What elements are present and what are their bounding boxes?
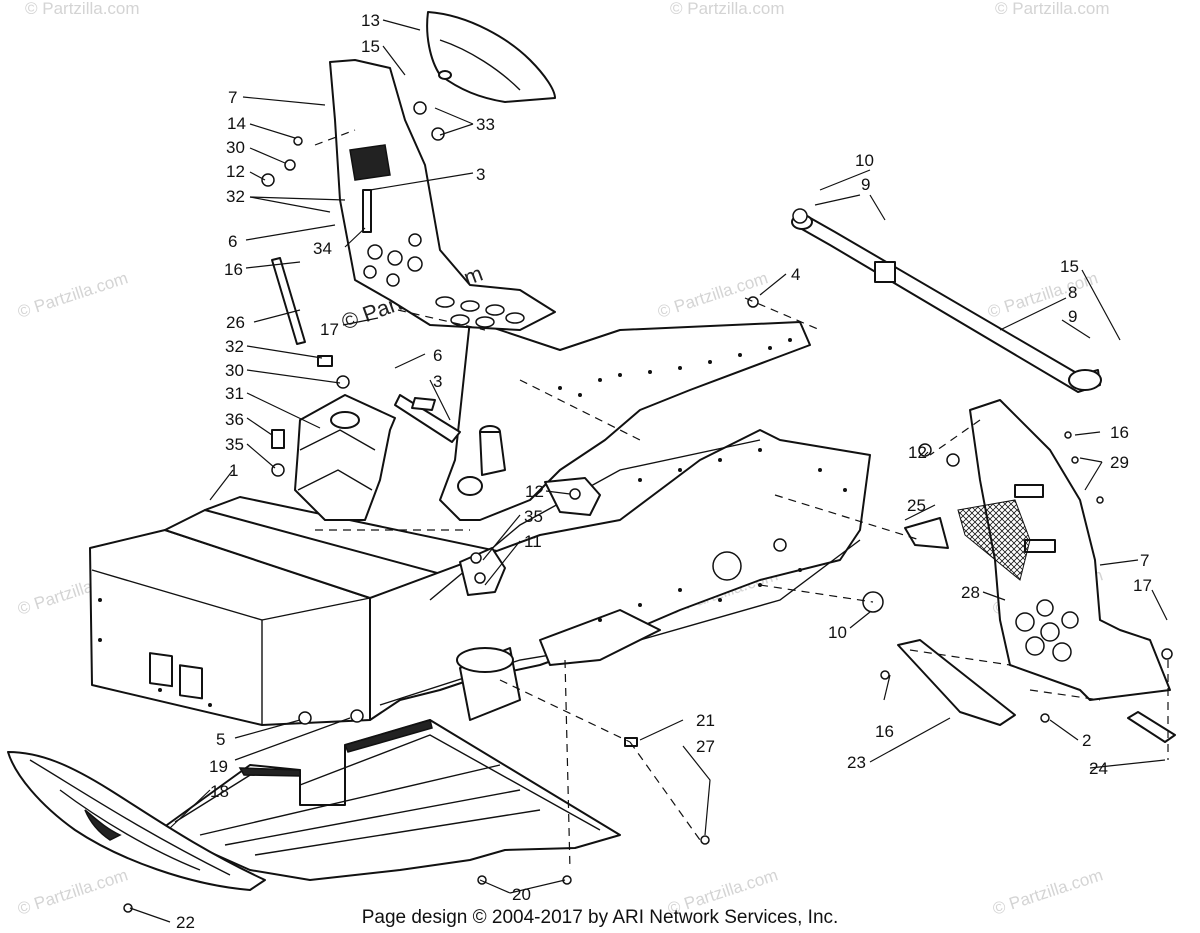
callout-30: 30 bbox=[226, 138, 245, 157]
callout-32-lower: 32 bbox=[225, 337, 244, 356]
callout-7-right: 7 bbox=[1140, 551, 1149, 570]
watermark-bottom-right: © Partzilla.com bbox=[990, 865, 1105, 918]
callout-20: 20 bbox=[512, 885, 531, 904]
footer-copyright: Page design © 2004-2017 by ARI Network S… bbox=[362, 907, 839, 928]
steering-post bbox=[329, 59, 556, 331]
callout-35: 35 bbox=[225, 435, 244, 454]
watermark-top-center: © Partzilla.com bbox=[670, 0, 785, 18]
callout-9-right: 9 bbox=[1068, 307, 1077, 326]
leader-lines bbox=[129, 19, 1168, 923]
mesh-screen bbox=[957, 499, 1031, 581]
callout-6-center: 6 bbox=[433, 346, 442, 365]
callout-12-center: 12 bbox=[525, 482, 544, 501]
callout-32: 32 bbox=[226, 187, 245, 206]
callout-17-right: 17 bbox=[1133, 576, 1152, 595]
strut-26 bbox=[271, 257, 306, 345]
skid-plate bbox=[7, 751, 266, 891]
callout-8: 8 bbox=[1068, 283, 1077, 302]
callout-4: 4 bbox=[791, 265, 800, 284]
watermark-top-right: © Partzilla.com bbox=[995, 0, 1110, 18]
callout-16-right: 16 bbox=[1110, 423, 1129, 442]
callout-35-center: 35 bbox=[524, 507, 543, 526]
callout-3-center: 3 bbox=[433, 372, 442, 391]
callout-22: 22 bbox=[176, 913, 195, 932]
belly-pan bbox=[159, 719, 621, 881]
bracket-25 bbox=[904, 517, 949, 549]
callout-12: 12 bbox=[226, 162, 245, 181]
callout-10: 10 bbox=[855, 151, 874, 170]
callout-6: 6 bbox=[228, 232, 237, 251]
callout-14: 14 bbox=[227, 114, 246, 133]
callout-15: 15 bbox=[361, 37, 380, 56]
callout-33: 33 bbox=[476, 115, 495, 134]
bracket-24 bbox=[1127, 711, 1176, 743]
callout-2: 2 bbox=[1082, 731, 1091, 750]
callout-27: 27 bbox=[696, 737, 715, 756]
bracket-23 bbox=[897, 639, 1016, 726]
callout-21: 21 bbox=[696, 711, 715, 730]
callout-34: 34 bbox=[313, 239, 332, 258]
callout-19: 19 bbox=[209, 757, 228, 776]
callout-9: 9 bbox=[861, 175, 870, 194]
callout-26: 26 bbox=[226, 313, 245, 332]
callout-10-lower: 10 bbox=[828, 623, 847, 642]
support-bracket bbox=[294, 394, 396, 521]
callout-13: 13 bbox=[361, 11, 380, 30]
callout-18: 18 bbox=[210, 782, 229, 801]
callout-36: 36 bbox=[225, 410, 244, 429]
watermark-top-left: © Partzilla.com bbox=[25, 0, 140, 18]
steering-cover bbox=[426, 11, 556, 103]
callout-7: 7 bbox=[228, 88, 237, 107]
callout-15-right: 15 bbox=[1060, 257, 1079, 276]
callout-23: 23 bbox=[847, 753, 866, 772]
watermark-bottom-left: © Partzilla.com bbox=[15, 865, 130, 918]
callout-16: 16 bbox=[224, 260, 243, 279]
main-chassis bbox=[89, 319, 871, 726]
callout-16-lower: 16 bbox=[875, 722, 894, 741]
watermark-left: © Partzilla.com bbox=[15, 268, 130, 321]
callout-17: 17 bbox=[320, 320, 339, 339]
callout-25: 25 bbox=[907, 496, 926, 515]
alignment-lines bbox=[314, 129, 1169, 871]
callout-29: 29 bbox=[1110, 453, 1129, 472]
watermark-right: © Partzilla.com bbox=[985, 268, 1100, 321]
callout-24: 24 bbox=[1089, 759, 1108, 778]
callout-5: 5 bbox=[216, 730, 225, 749]
bumper-bar bbox=[791, 214, 1102, 393]
callout-31: 31 bbox=[225, 384, 244, 403]
callout-labels: 13 15 7 14 30 12 32 6 16 26 33 3 34 17 3… bbox=[176, 11, 1152, 932]
watermark-center: © Partzilla.com bbox=[655, 268, 770, 321]
callout-12-right: 12 bbox=[908, 443, 927, 462]
callout-3: 3 bbox=[476, 165, 485, 184]
callout-30-lower: 30 bbox=[225, 361, 244, 380]
callout-28: 28 bbox=[961, 583, 980, 602]
callout-11: 11 bbox=[524, 532, 542, 551]
callout-1: 1 bbox=[229, 461, 238, 480]
